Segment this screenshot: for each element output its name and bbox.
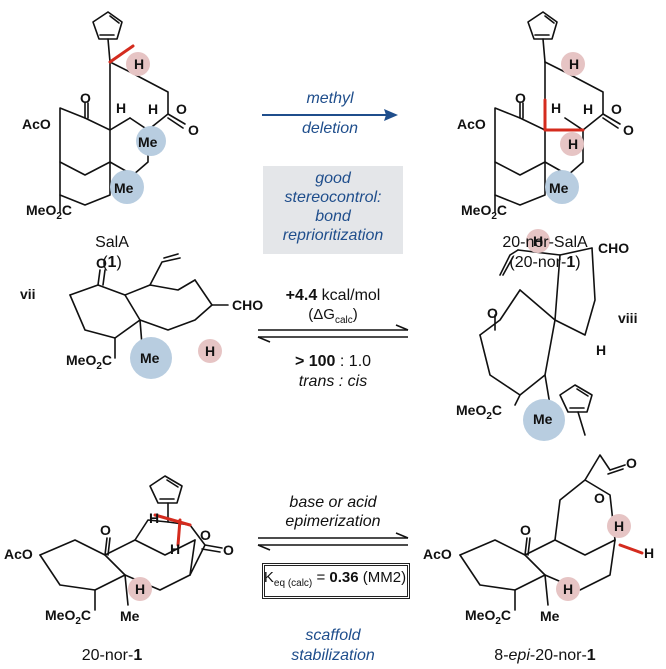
me-highlight-sala-c19 [110, 170, 144, 204]
energy-sub-label: (ΔGcalc) [308, 306, 358, 326]
h-label: H [644, 545, 655, 561]
aco-label: AcO [4, 546, 33, 562]
h-label: H [533, 233, 544, 249]
viii-label: viii [618, 310, 638, 326]
me-label: Me [549, 180, 569, 196]
nor1-name: 20-nor-1 [81, 647, 143, 664]
me-label: Me [140, 350, 160, 366]
ester-label: MeO2C [66, 352, 113, 372]
vii-label: vii [20, 286, 36, 302]
me-label: Me [533, 411, 553, 427]
me-highlight-nor [545, 170, 579, 204]
ester-label: MeO2C [456, 402, 503, 422]
sala-name: SalA [95, 234, 129, 251]
epimerization-label-2: epimerization [285, 513, 381, 530]
ketone-o-label: O [80, 90, 91, 106]
ketone-o-label: O [515, 90, 526, 106]
carbonyl-o-label: O [623, 122, 634, 138]
aco-label: AcO [22, 116, 51, 132]
box-line-4: reprioritization [282, 227, 384, 244]
h-label: H [170, 541, 181, 557]
ratio-label: > 100 : 1.0 [294, 353, 372, 370]
me-highlight-vii [130, 337, 172, 379]
nor-sala-name: 20-nor-SalA [502, 234, 588, 251]
h-highlight-nor-mid [560, 132, 584, 156]
h-label: H [116, 100, 127, 116]
ketone-o-label: O [520, 522, 531, 538]
keq-label: Keq (calc) = 0.36 (MM2) [263, 569, 407, 589]
ratio-names-label: trans : cis [298, 373, 368, 390]
ester-label: MeO2C [26, 202, 73, 222]
viii-structure [479, 247, 596, 406]
methyl-deletion-label-2: deletion [301, 120, 359, 137]
methyl-deletion-label-1: methyl [306, 90, 354, 107]
h-label: H [569, 56, 580, 72]
h-label: H [568, 136, 579, 152]
aco-label: AcO [457, 116, 486, 132]
me-highlight-viii [523, 399, 565, 441]
h-highlight-epi-2 [556, 577, 580, 601]
sala-number: (1) [102, 254, 122, 271]
footer-line-1: scaffold [305, 627, 361, 644]
aco-label: AcO [423, 546, 452, 562]
h-label: H [134, 56, 145, 72]
h-label: H [614, 518, 625, 534]
h-label: H [563, 581, 574, 597]
epimerization-label-1: base or acid [289, 494, 377, 511]
ketone-o-label: O [487, 305, 498, 321]
lactone-o-label: O [200, 527, 211, 543]
lactone-o-label: O [594, 490, 605, 506]
h-label: H [583, 101, 594, 117]
me-highlight-sala-c20 [136, 126, 166, 156]
h-highlight-nor1 [128, 577, 152, 601]
h-highlight-sala [126, 52, 150, 76]
ester-label: MeO2C [461, 202, 508, 222]
me-label: Me [540, 608, 560, 624]
h-highlight-vii [198, 339, 222, 363]
me-label: Me [120, 608, 140, 624]
vii-structure [69, 253, 229, 359]
ester-label: MeO2C [45, 607, 92, 627]
h-highlight-epi-1 [607, 514, 631, 538]
epi-structure [459, 384, 626, 611]
nor-sala-number: (20-nor-1) [509, 254, 581, 271]
carbonyl-o-label: O [223, 542, 234, 558]
box-line-3: bond [315, 208, 351, 225]
lactone-o-label: O [176, 101, 187, 117]
h-label: H [149, 510, 160, 526]
ester-label: MeO2C [465, 607, 512, 627]
h-label: H [551, 100, 562, 116]
h-label: H [135, 581, 146, 597]
box-line-2: stereocontrol: [284, 189, 382, 206]
stereocontrol-box [263, 166, 403, 254]
h-label: H [205, 343, 216, 359]
energy-label: +4.4 kcal/mol [285, 287, 381, 304]
epi-name: 8-epi-20-nor-1 [494, 647, 596, 664]
lactone-o-label: O [611, 101, 622, 117]
h-highlight-nor-top [561, 52, 585, 76]
carbonyl-o-label: O [188, 122, 199, 138]
me-label: Me [138, 134, 158, 150]
me-label: Me [114, 180, 134, 196]
carbonyl-o-label: O [626, 455, 637, 471]
keq-box [262, 563, 410, 599]
cho-label: CHO [232, 297, 264, 313]
h-label: H [148, 101, 159, 117]
footer-line-2: stabilization [291, 647, 375, 664]
box-line-1: good [315, 170, 351, 187]
ketone-o-label: O [100, 522, 111, 538]
ketone-o-label: O [96, 255, 107, 271]
h-highlight-viii [526, 229, 550, 253]
h-label: H [596, 342, 607, 358]
cho-label: CHO [598, 240, 630, 256]
